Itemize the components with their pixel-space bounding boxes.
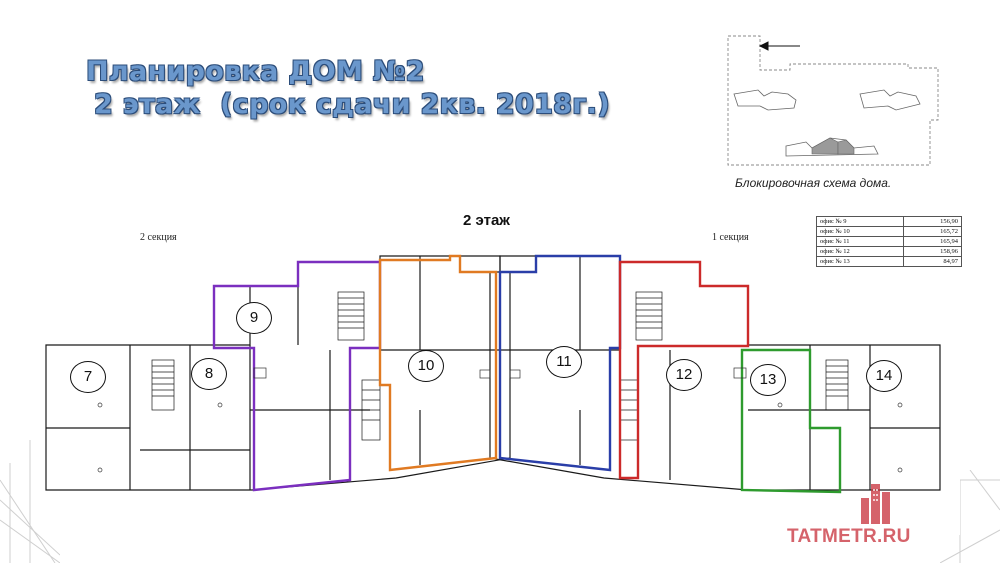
office-label: офис № 12 bbox=[816, 246, 904, 257]
watermark-text: TATMETR.RU bbox=[787, 526, 911, 547]
block-scheme-caption: Блокировочная схема дома. bbox=[735, 176, 892, 190]
room-13-badge: 13 bbox=[750, 364, 786, 396]
office-10-outline bbox=[378, 254, 498, 472]
title-line-2: 2 этаж (срок сдачи 2кв. 2018г.) bbox=[94, 89, 610, 120]
room-11-badge: 11 bbox=[546, 346, 582, 378]
section-2-label: 2 секция bbox=[140, 232, 177, 243]
building-logo-icon bbox=[861, 484, 890, 524]
room-14-badge: 14 bbox=[866, 360, 902, 392]
decorative-lines-left bbox=[0, 440, 60, 563]
office-13-outline bbox=[740, 348, 842, 494]
office-12-outline bbox=[618, 260, 750, 480]
floor-plan-heading: 2 этаж bbox=[463, 212, 510, 229]
section-1-label: 1 секция bbox=[712, 232, 749, 243]
watermark: TATMETR.RU bbox=[787, 478, 987, 558]
block-scheme-diagram bbox=[727, 35, 939, 166]
office-area: 165,72 bbox=[902, 226, 962, 237]
office-area: 84,97 bbox=[902, 256, 962, 267]
decorative-lines-right bbox=[940, 470, 1000, 563]
room-12-badge: 12 bbox=[666, 359, 702, 391]
floor-plan-drawing bbox=[45, 254, 941, 494]
room-8-badge: 8 bbox=[191, 358, 227, 390]
slide-title: Планировка ДОМ №2 2 этаж (срок сдачи 2кв… bbox=[86, 55, 610, 121]
office-label: офис № 13 bbox=[816, 256, 904, 267]
room-7-badge: 7 bbox=[70, 361, 106, 393]
office-area: 158,96 bbox=[902, 246, 962, 257]
office-label: офис № 10 bbox=[816, 226, 904, 237]
room-9-badge: 9 bbox=[236, 302, 272, 334]
office-label: офис № 9 bbox=[816, 216, 904, 227]
office-9-outline bbox=[212, 260, 382, 492]
title-line-1: Планировка ДОМ №2 bbox=[86, 56, 425, 87]
office-label: офис № 11 bbox=[816, 236, 904, 247]
office-area: 165,94 bbox=[902, 236, 962, 247]
office-area: 156,90 bbox=[902, 216, 962, 227]
room-10-badge: 10 bbox=[408, 350, 444, 382]
